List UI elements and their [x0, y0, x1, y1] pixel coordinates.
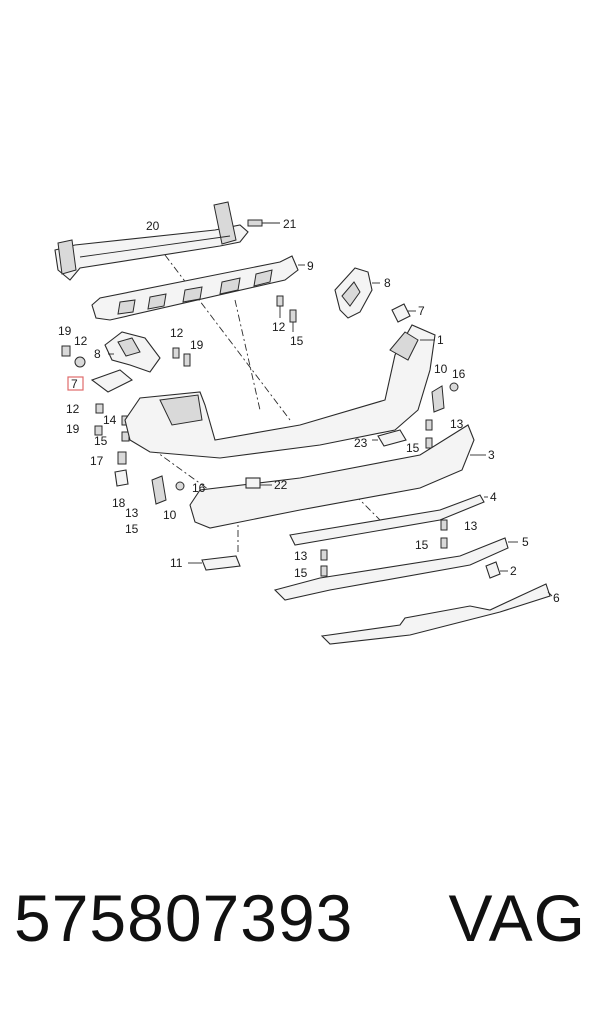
- part-bolt-21: [247, 219, 280, 227]
- callout-8-left: 8: [94, 347, 101, 361]
- part-sensor-23: [372, 429, 407, 447]
- callout-14: 14: [103, 413, 117, 427]
- part-lower-section: [189, 424, 486, 529]
- part-trim-strip: [289, 494, 488, 546]
- callout-2: 2: [510, 564, 517, 578]
- callout-3: 3: [488, 448, 495, 462]
- highlight-box: [67, 376, 84, 391]
- part-bracket-10-left: [151, 475, 185, 505]
- callout-9: 9: [307, 259, 314, 273]
- callout-15-lower-right: 15: [415, 538, 429, 552]
- footer: 575807393 VAG: [0, 880, 600, 990]
- part-bracket-right: [334, 267, 380, 319]
- callout-10-right: 10: [434, 362, 448, 376]
- part-bracket-10-right: [431, 382, 459, 413]
- callout-15-center: 15: [290, 334, 304, 348]
- exploded-parts-diagram: 20 21 9 8 7 12 15 1 19 12 8 12 19 7 10 1…: [54, 201, 560, 645]
- callout-16-right: 16: [452, 367, 466, 381]
- callout-23: 23: [354, 436, 368, 450]
- part-clip-7-left: [67, 369, 133, 393]
- part-bracket-left: [104, 331, 161, 373]
- callout-22: 22: [274, 478, 288, 492]
- callout-13-lower-right: 13: [464, 519, 478, 533]
- callout-12-lower: 12: [66, 402, 80, 416]
- callout-18: 18: [112, 496, 126, 510]
- callout-21: 21: [283, 217, 297, 231]
- callout-19-left: 19: [58, 324, 72, 338]
- callout-7-left: 7: [71, 377, 78, 391]
- callout-15-right: 15: [406, 441, 420, 455]
- callout-13-bottom: 13: [294, 549, 308, 563]
- callout-5: 5: [522, 535, 529, 549]
- part-reflector: [188, 555, 241, 571]
- callout-7-right: 7: [418, 304, 425, 318]
- part-diffuser-insert: [273, 537, 518, 601]
- callout-12-left: 12: [74, 334, 88, 348]
- callout-labels: 20 21 9 8 7 12 15 1 19 12 8 12 19 7 10 1…: [58, 217, 560, 605]
- callout-15-bottom: 15: [294, 566, 308, 580]
- part-bumper-cover: [124, 324, 436, 459]
- callout-11: 11: [170, 556, 183, 570]
- callout-15-lower-left: 15: [125, 522, 139, 536]
- callout-10-left: 10: [163, 508, 177, 522]
- callout-19-mid: 19: [190, 338, 204, 352]
- callout-15-left: 15: [94, 434, 108, 448]
- callout-13-left: 13: [125, 506, 139, 520]
- callout-17: 17: [90, 454, 104, 468]
- part-sensor-22: [245, 477, 272, 489]
- callout-1: 1: [437, 333, 444, 347]
- part-clip-7-right: [391, 303, 416, 323]
- callout-19-lower: 19: [66, 422, 80, 436]
- callout-20: 20: [146, 219, 160, 233]
- callout-16-left: 16: [192, 481, 206, 495]
- part-reinforcement-bar: [54, 201, 249, 281]
- part-bolts-center: [276, 295, 297, 332]
- part-energy-absorber: [91, 255, 305, 321]
- part-clip-18: [114, 469, 129, 487]
- callout-4: 4: [490, 490, 497, 504]
- callout-8-right: 8: [384, 276, 391, 290]
- part-bolts-right: [320, 419, 448, 577]
- callout-13-right: 13: [450, 417, 464, 431]
- part-number: 575807393: [14, 881, 354, 955]
- part-cap-2: [485, 561, 508, 579]
- part-diffuser: [320, 583, 553, 645]
- callout-12-center: 12: [272, 320, 286, 334]
- callout-12-mid: 12: [170, 326, 184, 340]
- brand-name: VAG: [448, 881, 586, 955]
- callout-6: 6: [553, 591, 560, 605]
